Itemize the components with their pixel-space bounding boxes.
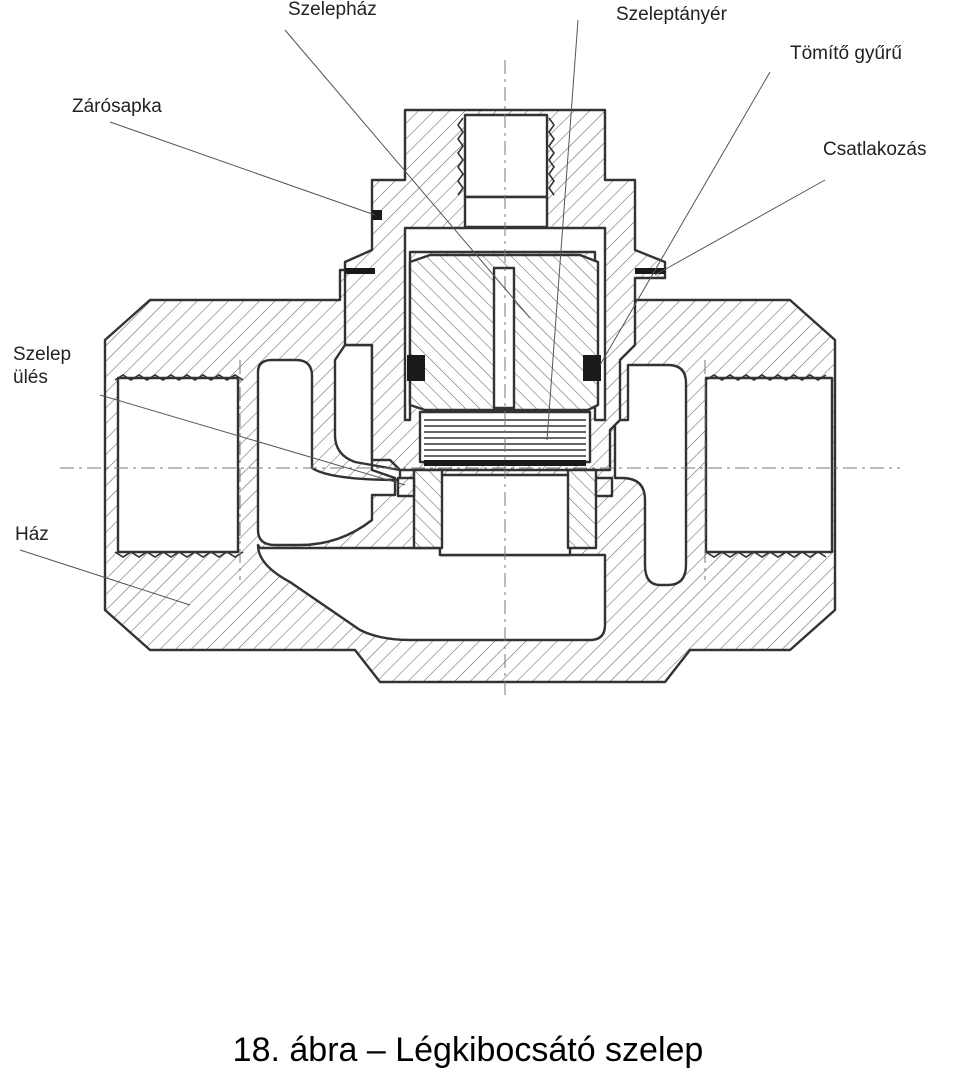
leader-szeleptanyer: [546, 19, 579, 441]
right-chamber: [613, 363, 688, 587]
label-szeleptanyer: Szeleptányér: [616, 4, 728, 25]
right-port-bore: [704, 376, 834, 554]
sealing-washers: [345, 210, 665, 274]
disc-seat-face: [424, 460, 586, 466]
leader-tomito-gyuru: [599, 71, 771, 366]
leader-zarosapka: [109, 121, 376, 216]
figure-caption: 18. ábra – Légkibocsátó szelep: [233, 1031, 704, 1069]
leader-csatlakozas: [654, 179, 826, 276]
inlet-channel: [256, 343, 402, 547]
outlet-channel: [256, 543, 607, 642]
center-lines: [60, 60, 900, 700]
valve-seat: [396, 468, 614, 550]
label-csatlakozas: Csatlakozás: [823, 139, 927, 160]
left-port-bore: [116, 376, 240, 554]
washer-right: [635, 268, 665, 274]
leader-szelep-ules: [99, 394, 406, 486]
label-zarosapka: Zárósapka: [72, 96, 162, 117]
seal-ring-left: [407, 355, 425, 381]
label-szelephaz: Szelepház: [288, 0, 377, 20]
top-threaded-bore: [463, 113, 549, 199]
seal-ring-right: [583, 355, 601, 381]
port-threads: [114, 117, 827, 558]
label-szelep-ules-line2: ülés: [13, 367, 48, 388]
disc-stem-bore: [492, 266, 516, 410]
valve-disc-holder: [407, 253, 601, 466]
leader-szelephaz: [284, 29, 531, 319]
leader-lines: [19, 19, 826, 606]
label-szelep-ules-line1: Szelep: [13, 344, 71, 365]
top-port-step: [463, 195, 549, 229]
washer-left: [345, 268, 375, 274]
bonnet-cavity: [403, 226, 607, 422]
leader-haz: [19, 549, 191, 606]
cap-groove: [372, 210, 382, 220]
label-haz: Ház: [15, 524, 49, 545]
label-tomito-gyuru: Tömítő gyűrű: [790, 43, 902, 64]
